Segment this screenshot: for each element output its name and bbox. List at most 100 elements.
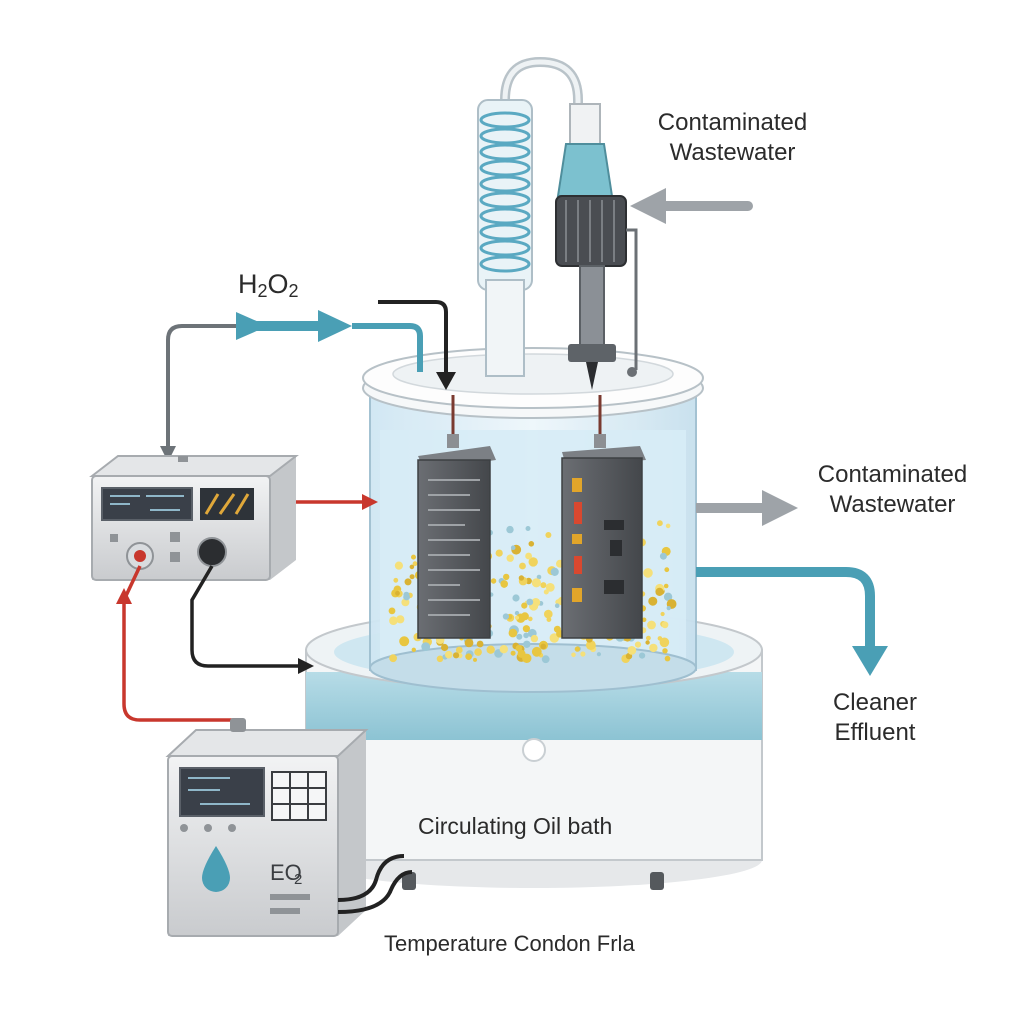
particle (495, 549, 503, 557)
inflow-arrow-icon (630, 188, 753, 224)
particle (639, 652, 646, 659)
particle (500, 580, 509, 588)
negative-wire (190, 565, 314, 674)
particle (389, 654, 397, 663)
black-feed-arrow-icon (378, 300, 456, 390)
h2o2-o: O (267, 269, 289, 299)
particle (649, 643, 658, 653)
particle (404, 578, 412, 586)
particle (665, 523, 671, 529)
coil-turn (479, 111, 531, 129)
condenser-coil (479, 111, 531, 273)
particle (540, 643, 547, 650)
condenser (477, 56, 583, 377)
particle (660, 611, 665, 617)
particle (473, 657, 477, 662)
particle (455, 646, 463, 654)
particle (664, 567, 670, 573)
controller-display (179, 767, 265, 817)
particle (393, 577, 399, 583)
particle (528, 557, 538, 567)
particle (531, 646, 542, 657)
particle (508, 628, 518, 638)
particle (663, 592, 673, 601)
particle (441, 643, 449, 652)
particle (662, 648, 668, 654)
particle (541, 655, 550, 664)
outlet-label-line1: Contaminated (817, 461, 968, 488)
particle (506, 525, 514, 534)
particle (545, 532, 552, 538)
particle (474, 648, 482, 656)
oil-bath-label: Circulating Oil bath (418, 813, 613, 839)
coil-turn (479, 207, 531, 225)
particle (521, 602, 528, 609)
coil-turn (479, 127, 531, 145)
particle (520, 612, 529, 621)
particle (544, 609, 553, 619)
particle (476, 640, 484, 648)
cleaner-effluent-label: Cleaner Effluent (820, 688, 930, 748)
particle (409, 564, 415, 570)
inlet-label-line1: Contaminated (657, 109, 808, 136)
particle (554, 603, 560, 608)
power-supply (89, 455, 299, 581)
particle (528, 541, 535, 547)
particle (530, 634, 539, 643)
h2o2-sub1: 2 (257, 281, 268, 301)
outflow-arrow-icon (696, 490, 798, 526)
particle (523, 640, 531, 648)
particle (395, 590, 400, 596)
particle (465, 653, 473, 660)
temperature-controller: EO 2 (165, 718, 413, 937)
particle (517, 649, 526, 658)
particle (645, 640, 650, 645)
cleaner-label-line1: Cleaner (832, 689, 918, 716)
particle (531, 598, 541, 607)
controller-keypad (271, 771, 327, 821)
particle (506, 554, 514, 562)
particle (499, 645, 508, 654)
bath-indicator-light (522, 738, 546, 762)
outlet-label-line2: Wastewater (829, 491, 956, 518)
particle (394, 561, 403, 570)
particle (388, 607, 396, 615)
bath-foot-icon (402, 872, 416, 890)
particle (515, 644, 523, 652)
particle (546, 617, 552, 622)
coil-turn (479, 255, 531, 273)
particle (444, 650, 453, 659)
particle (550, 567, 559, 577)
particle (518, 575, 525, 581)
ultrasonic-probe (555, 103, 638, 390)
controller-panel-text: EO (270, 860, 302, 885)
particle (399, 636, 410, 647)
bath-foot-icon (650, 872, 664, 890)
particle (655, 587, 664, 597)
particle (661, 621, 669, 629)
particle (512, 594, 520, 602)
particle (510, 545, 516, 550)
particle (545, 583, 555, 592)
particle (659, 637, 670, 648)
controller-panel-sub: 2 (294, 871, 302, 888)
coil-turn (479, 175, 531, 193)
particle (464, 638, 474, 648)
electrode-left (417, 395, 496, 639)
h2o2-feed-arrow-icon (160, 310, 423, 462)
particle (536, 574, 542, 580)
particle (540, 582, 547, 589)
particle (531, 578, 542, 588)
h2o2-label: H2O2 (238, 268, 299, 303)
particle (525, 526, 531, 531)
h2o2-sub2: 2 (288, 281, 299, 301)
particle (648, 596, 658, 606)
particle (664, 655, 671, 662)
probe-down-arrow-icon (586, 362, 598, 390)
electrode-right (561, 395, 646, 639)
h2o2-h: H (238, 269, 258, 299)
particle (486, 645, 495, 654)
particle (580, 651, 586, 657)
particle (571, 652, 576, 658)
